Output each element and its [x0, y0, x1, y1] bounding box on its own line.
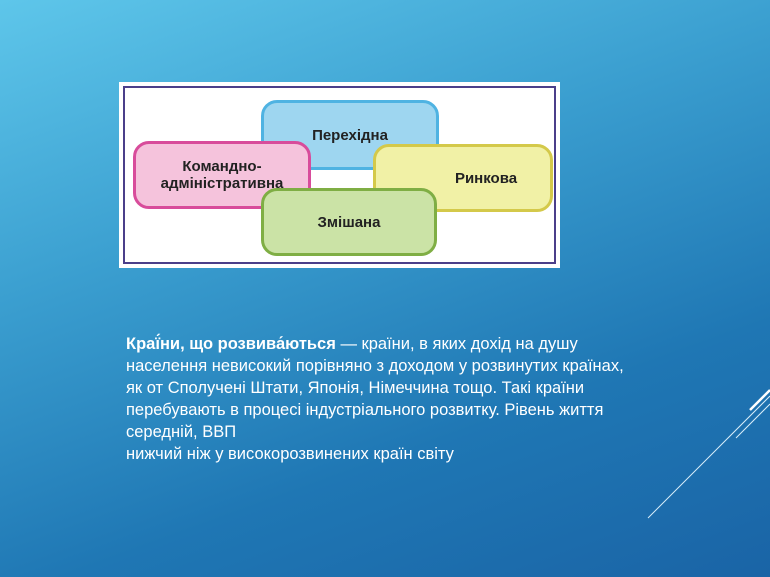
pill-market-label: Ринкова	[454, 169, 518, 187]
pill-command-label: Командно- адміністративна	[160, 158, 284, 192]
pill-transitional-label: Перехідна	[312, 126, 388, 144]
pill-mixed: Змішана	[261, 188, 437, 256]
pill-mixed-label: Змішана	[317, 213, 381, 231]
definition-body: — країни, в яких дохід на душу населення…	[126, 335, 624, 463]
diagram-border: Перехідна Ринкова Командно- адміністрати…	[123, 86, 556, 264]
definition-term: Краї́ни, що розвива́ються	[126, 335, 336, 353]
economy-types-diagram: Перехідна Ринкова Командно- адміністрати…	[119, 82, 560, 268]
definition-text: Краї́ни, що розвива́ються — країни, в як…	[126, 333, 626, 465]
pill-command: Командно- адміністративна	[133, 141, 311, 209]
